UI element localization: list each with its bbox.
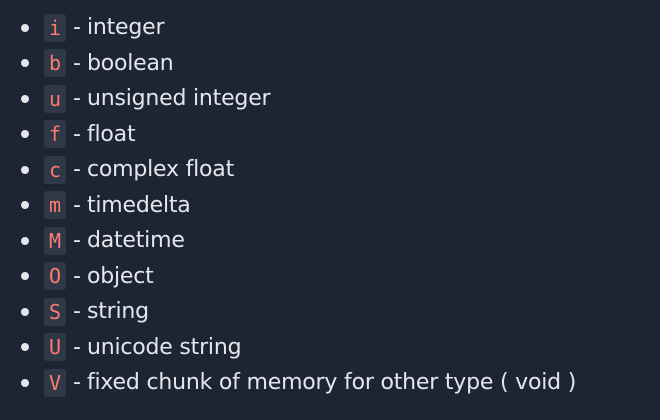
- separator: -: [73, 299, 81, 325]
- separator: -: [73, 86, 81, 112]
- list-item: U - unicode string: [0, 330, 660, 366]
- list-item: b - boolean: [0, 46, 660, 82]
- type-description: float: [86, 121, 136, 147]
- list-item: M - datetime: [0, 223, 660, 259]
- separator: -: [73, 121, 81, 147]
- type-description: datetime: [86, 228, 185, 254]
- list-item: S - string: [0, 294, 660, 330]
- bullet-icon: [21, 59, 29, 68]
- separator: -: [73, 157, 81, 183]
- type-code: U: [44, 333, 66, 362]
- bullet-icon: [21, 23, 29, 32]
- bullet-icon: [21, 236, 29, 245]
- dtype-kind-list: i - integer b - boolean u - unsigned int…: [0, 10, 660, 401]
- bullet-icon: [21, 130, 29, 139]
- list-item: c - complex float: [0, 152, 660, 188]
- list-item: O - object: [0, 259, 660, 295]
- type-code: f: [44, 120, 66, 149]
- separator: -: [73, 334, 81, 360]
- bullet-icon: [21, 201, 29, 210]
- type-description: string: [86, 299, 149, 325]
- separator: -: [73, 192, 81, 218]
- list-item: i - integer: [0, 10, 660, 46]
- type-code: u: [44, 84, 66, 113]
- type-description: fixed chunk of memory for other type ( v…: [86, 370, 577, 396]
- separator: -: [73, 228, 81, 254]
- type-code: O: [44, 262, 66, 291]
- type-description: unsigned integer: [86, 86, 271, 112]
- separator: -: [73, 370, 81, 396]
- list-item: f - float: [0, 117, 660, 153]
- separator: -: [73, 50, 81, 76]
- separator: -: [73, 263, 81, 289]
- bullet-icon: [21, 165, 29, 174]
- type-code: b: [44, 49, 66, 78]
- bullet-icon: [21, 272, 29, 281]
- type-description: timedelta: [86, 192, 191, 218]
- type-description: boolean: [86, 50, 174, 76]
- type-code: c: [44, 155, 66, 184]
- type-code: i: [44, 13, 66, 42]
- bullet-icon: [21, 343, 29, 352]
- list-item: V - fixed chunk of memory for other type…: [0, 365, 660, 401]
- bullet-icon: [21, 94, 29, 103]
- bullet-icon: [21, 307, 29, 316]
- type-description: object: [86, 263, 154, 289]
- bullet-icon: [21, 378, 29, 387]
- type-code: S: [44, 297, 66, 326]
- type-description: unicode string: [86, 334, 242, 360]
- type-code: V: [44, 368, 66, 397]
- separator: -: [73, 15, 81, 41]
- list-item: u - unsigned integer: [0, 81, 660, 117]
- list-item: m - timedelta: [0, 188, 660, 224]
- type-code: M: [44, 226, 66, 255]
- type-code: m: [44, 191, 66, 220]
- type-description: complex float: [86, 157, 235, 183]
- type-description: integer: [86, 15, 165, 41]
